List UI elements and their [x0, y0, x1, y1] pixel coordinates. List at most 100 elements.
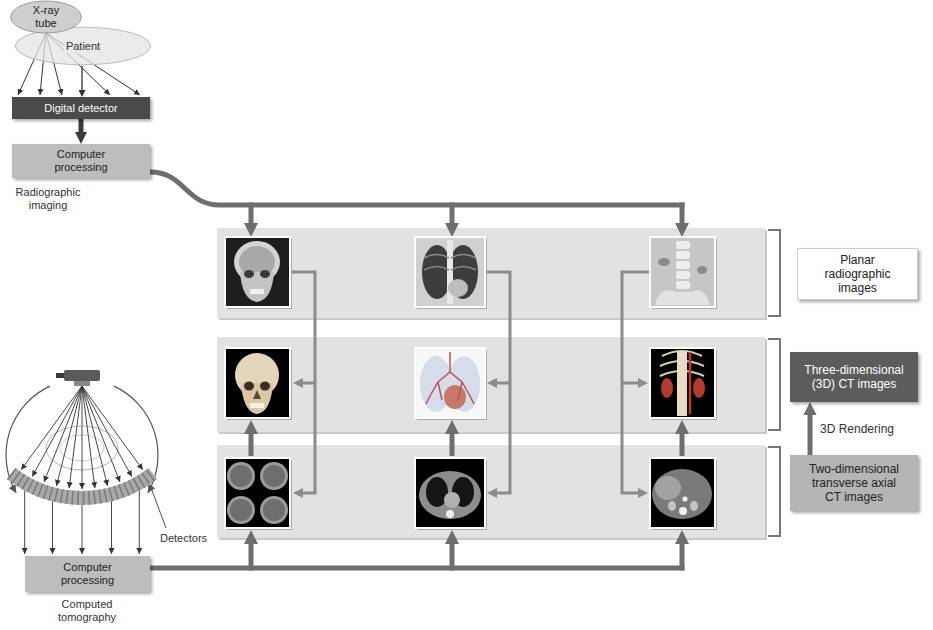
- flow-arrow: [450, 434, 455, 456]
- body: [652, 469, 712, 519]
- brackets: [768, 230, 780, 536]
- flow-line: [150, 566, 685, 571]
- liver: [655, 476, 681, 500]
- abdomen-ct: [650, 458, 717, 530]
- brain: [230, 465, 252, 487]
- abdomen-radiograph: [650, 237, 717, 309]
- node-text: Two-dimensional transverse axial CT imag…: [804, 462, 904, 504]
- vertebra: [676, 281, 690, 289]
- pelvis: [655, 290, 710, 305]
- orbit: [260, 382, 270, 391]
- link-line: [303, 382, 315, 385]
- vertebra: [676, 251, 690, 259]
- caption-label: Detectors: [160, 532, 222, 545]
- heart: [448, 279, 468, 297]
- aorta: [683, 497, 688, 502]
- heart: [444, 385, 466, 409]
- kidney: [690, 501, 698, 511]
- brain-slice: [227, 496, 255, 524]
- node-text: Computer processing: [45, 148, 117, 174]
- link-line: [622, 382, 638, 385]
- category-box: Planar radiographic images: [797, 248, 918, 300]
- image-frame: [415, 237, 485, 307]
- processing-box: Computer processing: [25, 556, 150, 592]
- signal-line: [52, 501, 53, 554]
- brain-ct: [225, 458, 292, 530]
- category-box: Three-dimensional (3D) CT images: [790, 352, 918, 402]
- category-box: Two-dimensional transverse axial CT imag…: [790, 455, 918, 511]
- xray-tube-ellipse: X-ray tube: [10, 0, 82, 34]
- bowel-gas: [697, 266, 707, 274]
- spine: [446, 510, 454, 518]
- bracket: [768, 230, 780, 316]
- image-frame: [650, 458, 715, 528]
- kidney: [668, 501, 676, 511]
- aorta: [689, 352, 692, 414]
- leader-line: [150, 485, 166, 528]
- flow-arrow: [450, 544, 455, 571]
- abdomen-3d: [650, 348, 717, 420]
- brain-slice: [260, 462, 288, 490]
- brain: [230, 499, 252, 521]
- signal-line: [139, 491, 140, 554]
- connector-arrow: [79, 119, 84, 132]
- image-frame: [225, 237, 290, 307]
- node-text: Digital detector: [44, 102, 117, 115]
- kidney: [661, 378, 673, 398]
- ct-tube: [64, 370, 100, 381]
- image-frame: [415, 348, 485, 418]
- brain: [263, 465, 285, 487]
- ellipse-shape: [15, 27, 150, 65]
- heart: [444, 492, 460, 508]
- ct-gantry: [6, 370, 166, 554]
- node-text: Patient: [64, 40, 102, 53]
- link-line: [622, 272, 649, 493]
- teeth: [250, 403, 264, 408]
- chest-radiograph: [415, 237, 487, 309]
- node-text: Computer processing: [52, 561, 124, 587]
- body: [419, 471, 481, 519]
- ribs: [424, 255, 476, 271]
- skull-3d: [225, 348, 292, 420]
- image-band: [217, 337, 765, 432]
- flow-arrow: [680, 434, 685, 456]
- node-text: Planar radiographic images: [818, 253, 898, 295]
- flow-arrow: [680, 544, 685, 571]
- link-line: [497, 382, 510, 385]
- xray-beam-line: [82, 386, 132, 477]
- link-line: [291, 272, 315, 493]
- ellipse-shape: [11, 1, 82, 33]
- ct-tube-end: [56, 373, 64, 378]
- vertebra: [676, 241, 690, 249]
- skull-radiograph: [225, 237, 292, 309]
- node-text: Three-dimensional (3D) CT images: [799, 363, 909, 391]
- orbit: [244, 382, 254, 391]
- detector-box: Digital detector: [12, 97, 150, 119]
- nose: [253, 390, 261, 399]
- processing-box: Computer processing: [12, 144, 150, 178]
- image-band: [217, 445, 765, 538]
- bracket: [768, 447, 780, 536]
- spine: [679, 507, 687, 515]
- image-frame: [650, 348, 715, 418]
- brain: [263, 499, 285, 521]
- flow-arrow: [249, 203, 254, 224]
- connector-arrow: [81, 66, 82, 90]
- edge-label: 3D Rendering: [820, 422, 894, 436]
- brain-slice: [260, 496, 288, 524]
- image-frame: [415, 458, 485, 528]
- xray-beam-line: [82, 386, 83, 489]
- xray-beam-line: [56, 386, 82, 486]
- flow-arrow: [450, 203, 455, 224]
- airways: [426, 352, 474, 404]
- teeth: [250, 289, 264, 294]
- xray-beam-line: [82, 386, 120, 482]
- vertebra: [676, 271, 690, 279]
- bowel-gas: [658, 258, 670, 266]
- chest-ct: [415, 458, 487, 530]
- brain-slice: [227, 462, 255, 490]
- vertebra: [676, 261, 690, 269]
- xray-beam-line: [82, 386, 143, 470]
- flow-arrows: [150, 172, 685, 571]
